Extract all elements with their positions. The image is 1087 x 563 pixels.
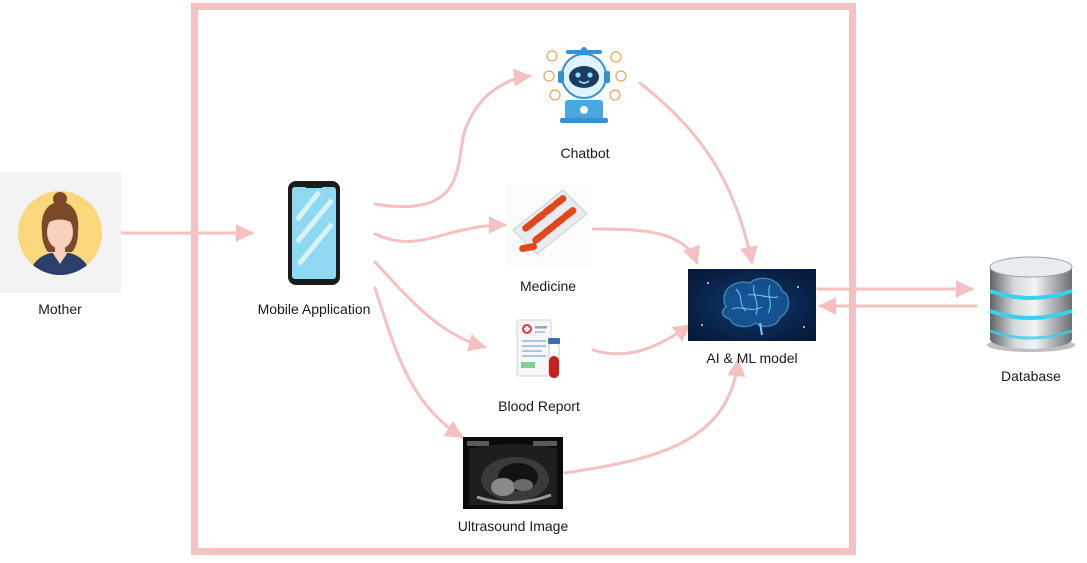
edge-mobile-app-to-medicine bbox=[373, 216, 507, 243]
edge-ultrasound-to-ai-model bbox=[563, 358, 746, 475]
edge-mobile-app-to-blood-report bbox=[373, 260, 487, 352]
database-label: Database bbox=[1001, 368, 1061, 384]
chatbot-node bbox=[538, 44, 630, 126]
blood-report-node bbox=[513, 316, 565, 382]
ultrasound-label: Ultrasound Image bbox=[457, 518, 569, 534]
mobile-app-label: Mobile Application bbox=[257, 301, 371, 317]
ai-model-label: AI & ML model bbox=[706, 350, 798, 366]
ultrasound-node bbox=[463, 437, 563, 509]
ai-model-node bbox=[688, 269, 816, 341]
mother-label: Mother bbox=[38, 301, 82, 317]
edge-chatbot-to-ai-model bbox=[638, 81, 758, 265]
edge-blood-report-to-ai-model bbox=[591, 323, 692, 356]
robot-icon bbox=[543, 47, 627, 123]
pill-blister-icon bbox=[512, 189, 588, 255]
brain-circuit-icon bbox=[688, 269, 816, 341]
woman-avatar-icon bbox=[18, 191, 102, 275]
chatbot-label: Chatbot bbox=[560, 145, 610, 161]
medicine-label: Medicine bbox=[519, 278, 577, 294]
blood-report-label: Blood Report bbox=[498, 398, 580, 414]
mother-node bbox=[0, 172, 121, 293]
medicine-node bbox=[507, 184, 591, 268]
edge-mobile-app-to-ultrasound bbox=[373, 286, 464, 439]
system-boundary-frame bbox=[191, 3, 856, 555]
edge-mobile-app-to-chatbot bbox=[373, 68, 532, 209]
mobile-app-node bbox=[287, 180, 341, 286]
smartphone-icon bbox=[288, 181, 340, 285]
database-cylinder-icon bbox=[987, 256, 1075, 352]
ultrasound-scan-icon bbox=[463, 437, 563, 509]
blood-test-report-icon bbox=[516, 319, 560, 379]
edge-medicine-to-ai-model bbox=[591, 227, 700, 265]
database-node bbox=[984, 255, 1078, 353]
